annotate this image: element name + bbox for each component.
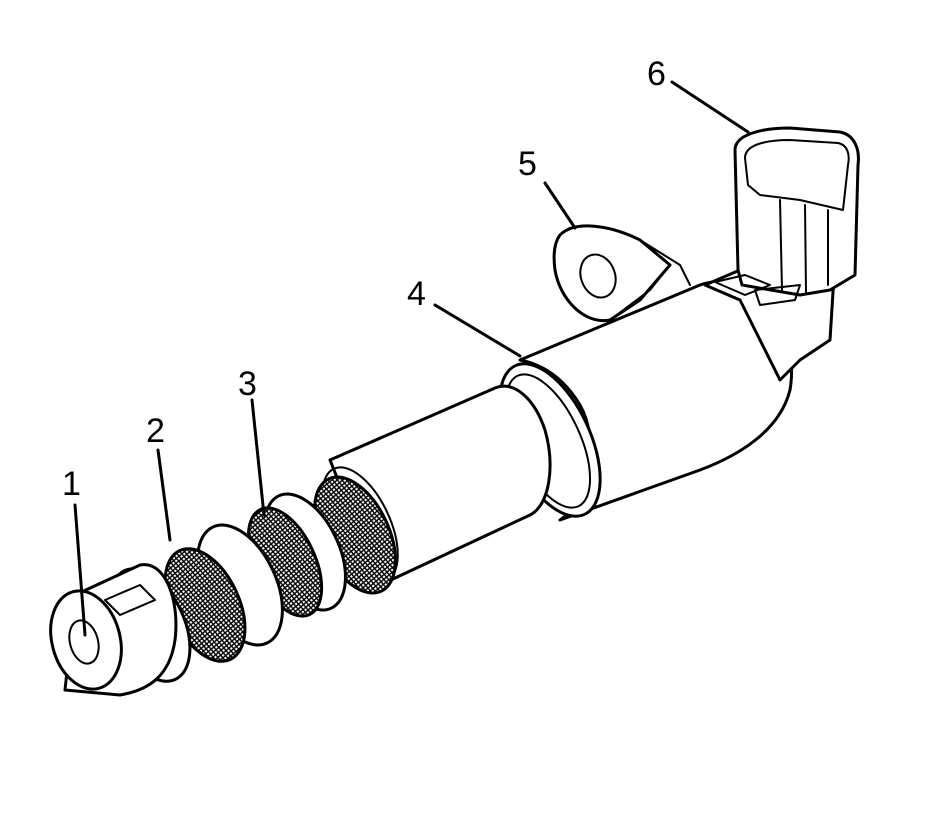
- leader-line-5: [543, 181, 577, 230]
- leader-lines: [73, 80, 750, 637]
- callout-5: 5: [518, 145, 537, 183]
- callout-2: 2: [146, 412, 165, 450]
- callout-3: 3: [238, 365, 257, 403]
- spool-end: [49, 563, 178, 697]
- leader-line-4: [433, 303, 522, 358]
- callout-6: 6: [647, 55, 666, 93]
- mounting-bracket: [552, 224, 691, 323]
- leader-line-2: [156, 448, 172, 542]
- leader-line-6: [670, 80, 750, 134]
- callout-1: 1: [62, 465, 81, 503]
- electrical-connector: [703, 126, 860, 382]
- leader-line-3: [250, 398, 266, 517]
- callout-4: 4: [407, 275, 426, 313]
- leader-line-1: [73, 503, 87, 637]
